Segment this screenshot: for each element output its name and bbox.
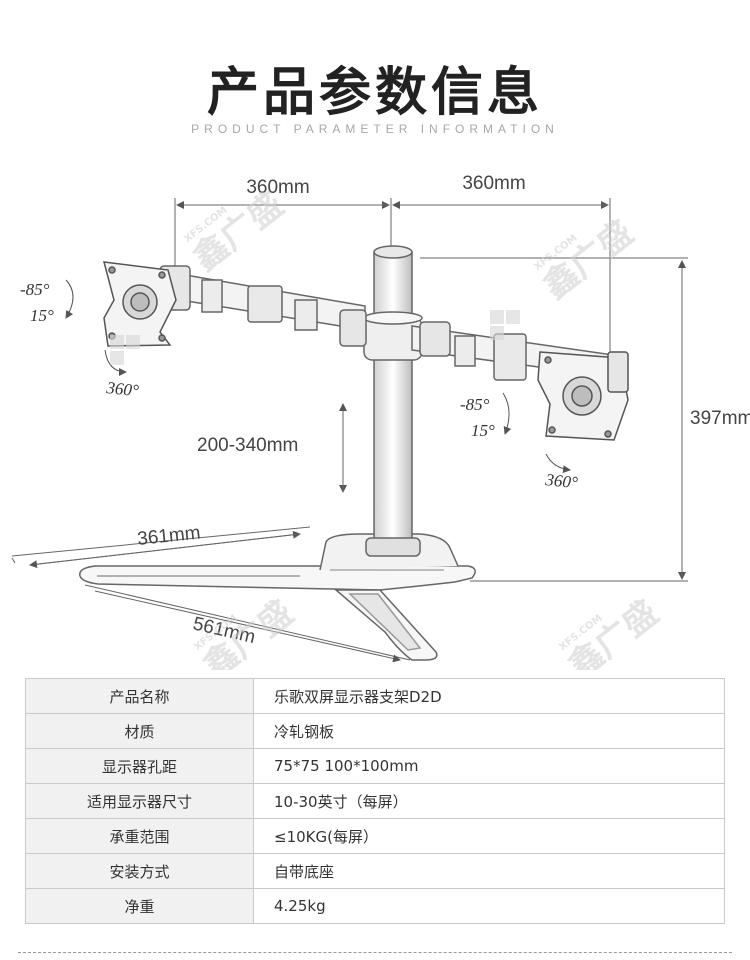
dim-height-label: 397mm <box>690 408 750 429</box>
spec-value: 自带底座 <box>253 853 725 889</box>
watermark-2: 鑫广盛 XFS.COM <box>532 213 641 307</box>
spec-row: 产品名称乐歌双屏显示器支架D2D <box>25 678 725 714</box>
spec-label: 产品名称 <box>25 678 254 714</box>
spec-row: 材质冷轧钢板 <box>25 713 725 749</box>
dim-base-width-label: 361mm <box>136 522 201 550</box>
stand-pole <box>363 245 423 557</box>
page-subtitle: PRODUCT PARAMETER INFORMATION <box>191 122 559 136</box>
dimension-lines <box>11 198 688 663</box>
left-tilt-top-label: -85° <box>20 280 50 299</box>
spec-row: 安装方式自带底座 <box>25 853 725 889</box>
spec-row: 承重范围≤10KG(每屏） <box>25 818 725 854</box>
bottom-divider <box>18 952 732 953</box>
dim-left-arm-label: 360mm <box>246 177 309 198</box>
left-rotate-label: 360° <box>105 378 140 400</box>
left-arm <box>159 265 367 347</box>
product-dimension-diagram: 360mm 360mm 397mm 200-340mm 361mm 561mm … <box>11 173 750 670</box>
spec-value: 冷轧钢板 <box>253 713 725 749</box>
rotation-arrows <box>65 279 571 474</box>
spec-label: 材质 <box>25 713 254 749</box>
right-rotate-label: 360° <box>544 470 579 492</box>
spec-label: 安装方式 <box>25 853 254 889</box>
spec-value: ≤10KG(每屏） <box>253 818 725 854</box>
spec-value: 乐歌双屏显示器支架D2D <box>253 678 725 714</box>
right-tilt-bottom-label: 15° <box>471 421 495 440</box>
watermark-logo-squares <box>110 310 520 365</box>
spec-label: 显示器孔距 <box>25 748 254 784</box>
dim-adjust-label: 200-340mm <box>197 435 298 456</box>
left-vesa-plate <box>102 261 177 347</box>
left-tilt-bottom-label: 15° <box>30 306 54 325</box>
right-tilt-top-label: -85° <box>460 395 490 414</box>
dim-right-arm-label: 360mm <box>462 173 525 194</box>
spec-label: 适用显示器尺寸 <box>25 783 254 819</box>
spec-value: 10-30英寸（每屏） <box>253 783 725 819</box>
spec-value: 4.25kg <box>253 888 725 924</box>
spec-label: 承重范围 <box>25 818 254 854</box>
watermark-4: 鑫广盛 XFS.COM <box>557 593 666 670</box>
spec-label: 净重 <box>25 888 254 924</box>
right-vesa-plate <box>537 351 629 441</box>
page-title: 产品参数信息 <box>206 63 543 123</box>
spec-value: 75*75 100*100mm <box>253 748 725 784</box>
